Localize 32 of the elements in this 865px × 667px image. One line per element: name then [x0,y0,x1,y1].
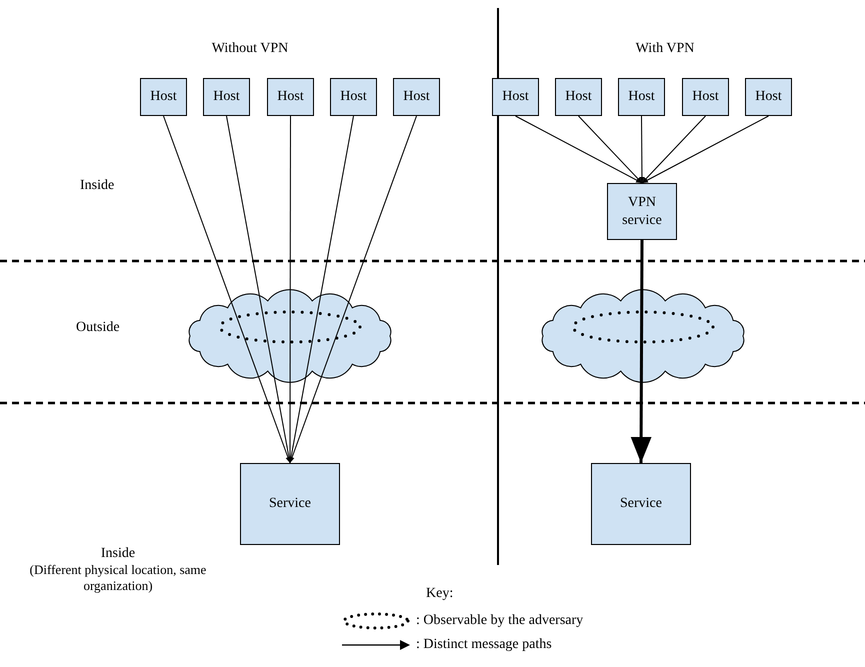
arrow [642,116,769,184]
region-label: With VPN [634,40,696,58]
region-label: Inside [100,545,136,563]
region-label: Outside [76,319,120,337]
host-box: Host [492,78,539,116]
legend-text: : Observable by the adversary [416,612,584,630]
arrow [578,116,642,184]
host-box: Host [140,78,187,116]
legend-text: : Distinct message paths [416,636,552,654]
arrow [642,116,706,184]
region-label: Inside [80,177,114,195]
host-box: Host [393,78,440,116]
arrow [226,116,292,464]
host-box: Host [618,78,665,116]
host-box: VPN service [607,183,677,240]
host-box: Host [330,78,377,116]
arrow [515,116,642,184]
arrow [288,116,354,464]
service-box: Service [591,463,691,545]
host-box: Host [682,78,729,116]
host-box: Host [555,78,602,116]
host-box: Host [745,78,792,116]
arrow [640,116,644,184]
host-box: Host [267,78,314,116]
arrow [163,116,290,464]
region-label: (Different physical location, same organization) [28,562,208,594]
region-label: Key: [426,585,454,603]
service-box: Service [240,463,340,545]
arrow [630,240,652,463]
region-label: Without VPN [210,40,290,58]
host-box: Host [203,78,250,116]
arrow [290,116,417,464]
